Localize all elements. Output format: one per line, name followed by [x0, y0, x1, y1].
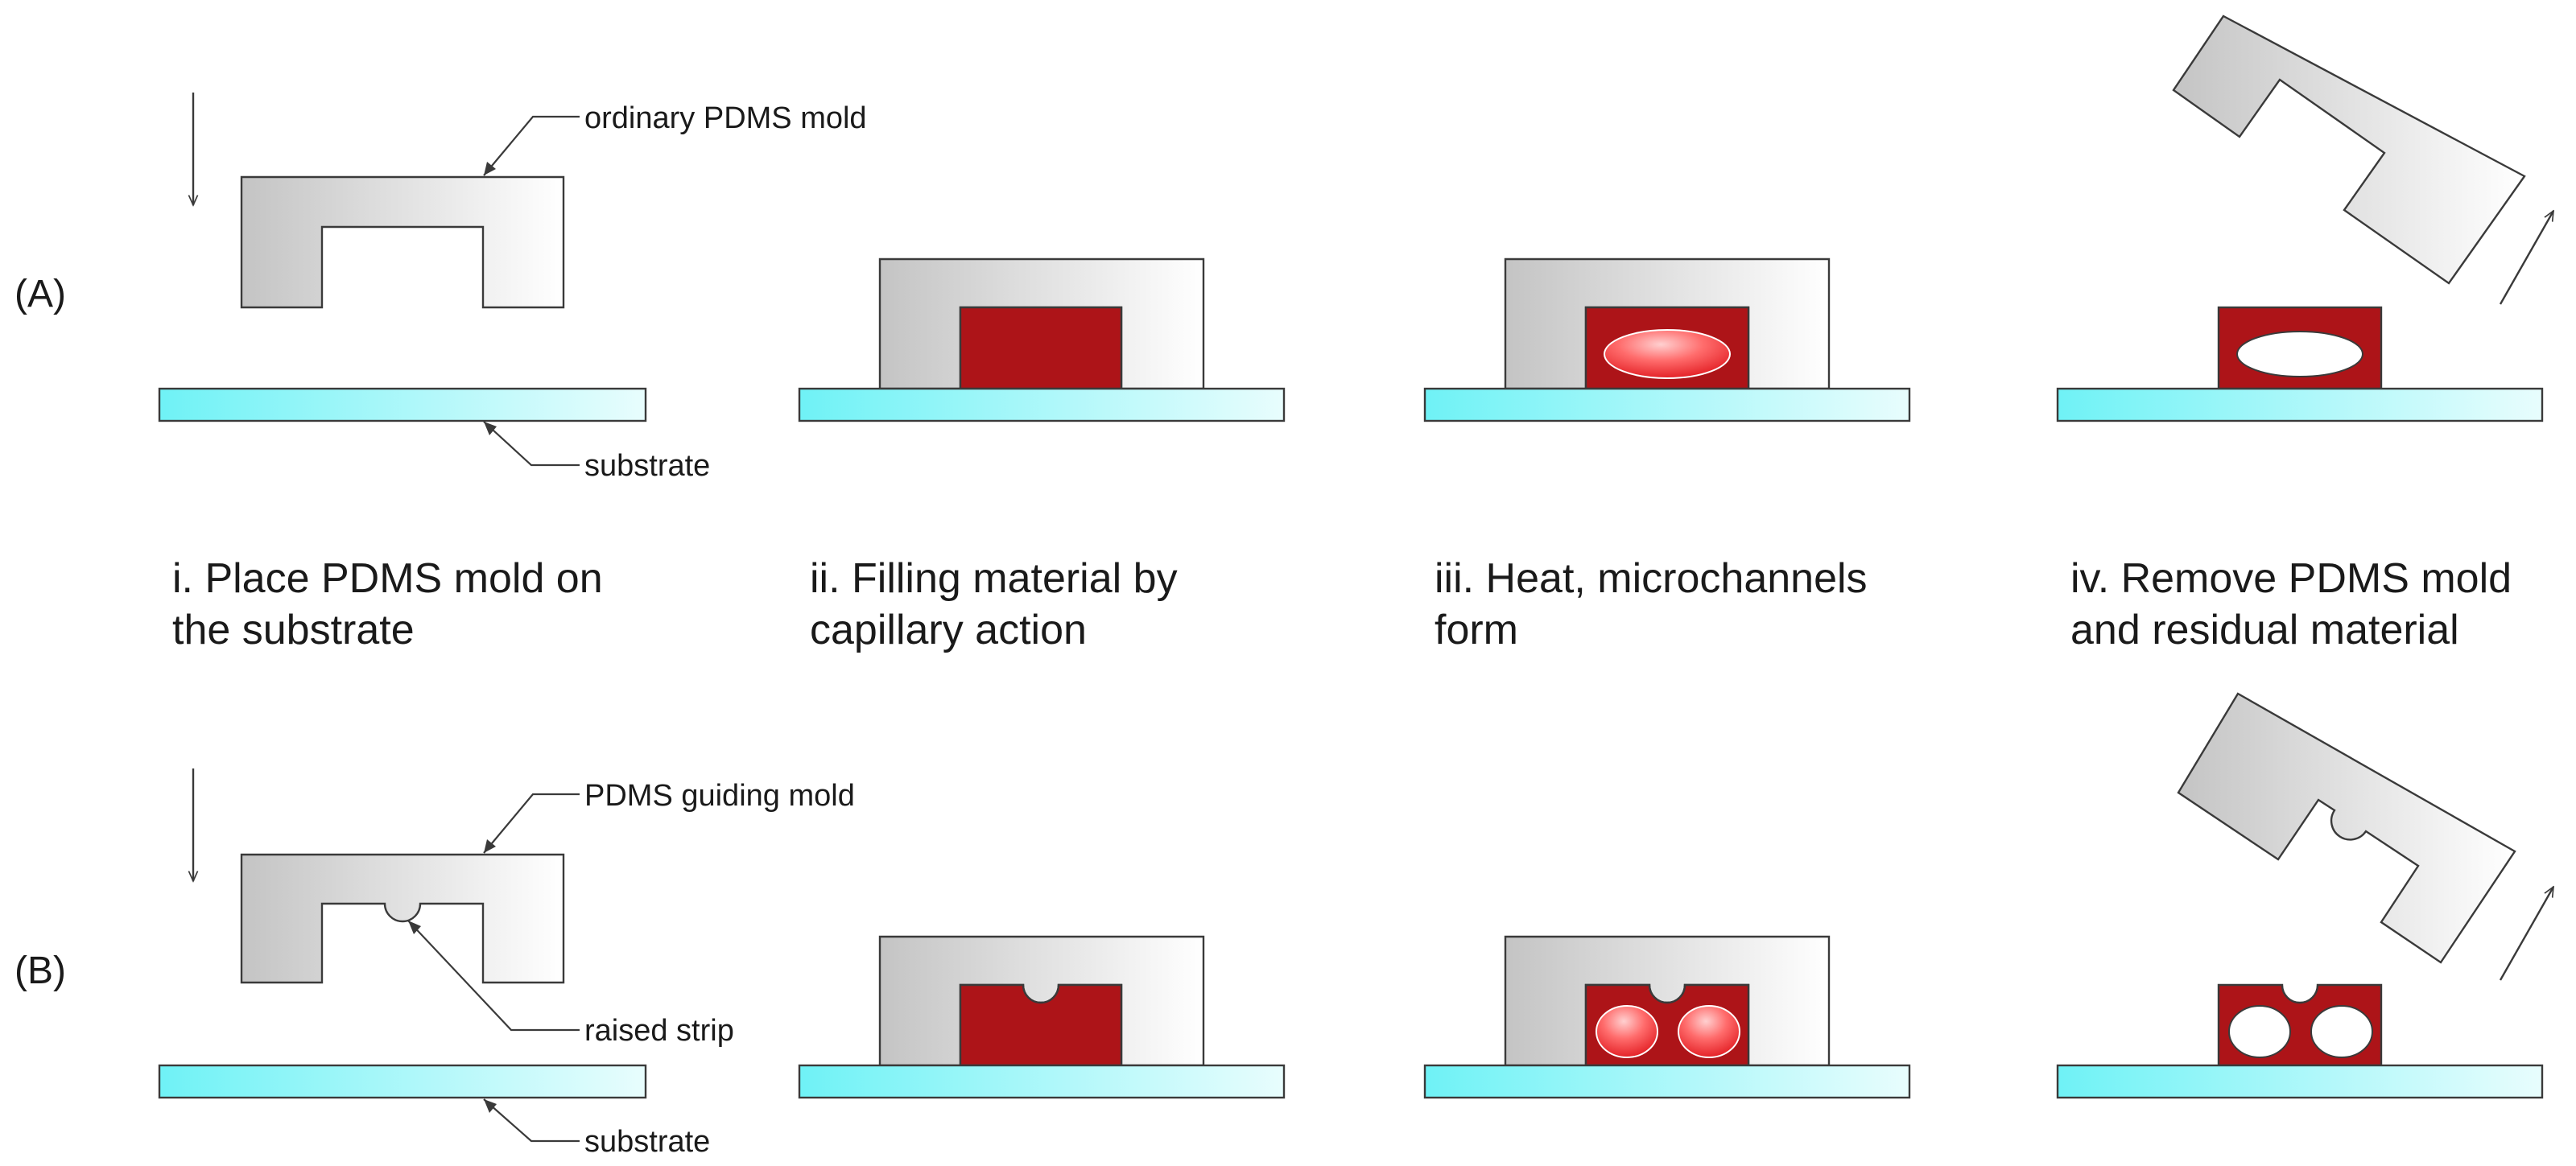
row-a-label: (A) [14, 273, 66, 315]
step-1-line-1: i. Place PDMS mold on [172, 555, 603, 602]
step-2-line-1: ii. Filling material by [810, 555, 1178, 602]
pdms-guiding-mold-removed [2177, 692, 2516, 964]
step-3-line-1: iii. Heat, microchannels [1435, 555, 1868, 602]
substrate [2056, 387, 2544, 422]
step-2-line-2: capillary action [810, 607, 1087, 653]
strip-leader-arrow-icon [408, 921, 421, 934]
substrate [158, 387, 647, 422]
strip-callout: raised strip [584, 1014, 734, 1048]
row-a-step-3 [1423, 258, 1911, 422]
row-a-step-4 [2056, 14, 2555, 422]
substrate [1423, 387, 1911, 422]
row-b-label: (B) [14, 950, 66, 992]
microchannel-right [1678, 1005, 1740, 1058]
filling-material [959, 983, 1123, 1067]
substrate [798, 387, 1286, 422]
up-arrow-icon [2499, 211, 2555, 305]
filling-material [959, 306, 1123, 390]
microchannel-open-left [2228, 1005, 2291, 1058]
step-caption-3: iii. Heat, microchannels form [1435, 555, 1868, 653]
step-4-line-2: and residual material [2070, 607, 2459, 653]
substrate [2056, 1064, 2544, 1099]
mold-leader-arrow-icon [484, 162, 496, 175]
mold-leader-line [483, 793, 580, 854]
row-a-step-2 [798, 258, 1286, 422]
pdms-mold-removed [2172, 14, 2526, 285]
microchannel-open [2236, 331, 2363, 377]
step-caption-1: i. Place PDMS mold on the substrate [172, 555, 603, 653]
substrate [158, 1064, 647, 1099]
pdms-mold [240, 175, 565, 309]
mold-leader-arrow-icon [484, 839, 496, 853]
step-caption-4: iv. Remove PDMS mold and residual materi… [2070, 555, 2512, 653]
step-1-line-2: the substrate [172, 607, 415, 653]
substrate-leader-line [483, 421, 580, 467]
row-b-step-1: PDMS guiding mold raised strip substrate [158, 768, 855, 1159]
substrate-leader-arrow-icon [484, 1099, 497, 1113]
mold-leader-line [483, 115, 580, 176]
microchannel-open-right [2310, 1005, 2373, 1058]
microchannel-left [1596, 1005, 1658, 1058]
substrate-leader-line [483, 1098, 580, 1143]
microchannel [1604, 329, 1731, 379]
row-b-step-4 [2056, 692, 2555, 1099]
mold-callout: ordinary PDMS mold [584, 101, 867, 135]
row-b-step-3 [1423, 935, 1911, 1099]
row-a-step-1: ordinary PDMS mold substrate [158, 93, 867, 483]
strip-leader-line [407, 920, 580, 1032]
step-4-line-1: iv. Remove PDMS mold [2070, 555, 2512, 602]
substrate-callout: substrate [584, 1125, 710, 1159]
substrate [1423, 1064, 1911, 1099]
substrate [798, 1064, 1286, 1099]
row-b-step-2 [798, 935, 1286, 1099]
substrate-callout: substrate [584, 449, 710, 483]
step-3-line-2: form [1435, 607, 1518, 653]
substrate-leader-arrow-icon [484, 422, 497, 435]
step-caption-2: ii. Filling material by capillary action [810, 555, 1178, 653]
up-arrow-icon [2499, 887, 2555, 981]
mold-callout: PDMS guiding mold [584, 779, 855, 813]
pdms-guiding-mold [240, 853, 565, 984]
